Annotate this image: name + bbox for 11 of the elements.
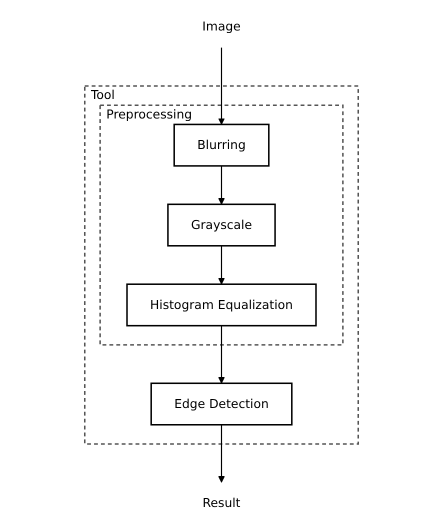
arrow — [218, 246, 225, 284]
node-box: Grayscale — [167, 204, 276, 247]
arrow — [218, 326, 225, 384]
arrow — [218, 424, 225, 483]
arrow — [218, 48, 225, 125]
node-box: Blurring — [173, 124, 270, 167]
node-text: Result — [202, 495, 240, 510]
arrow — [218, 166, 225, 205]
node-box: Histogram Equalization — [126, 283, 317, 326]
node-text: Image — [202, 19, 241, 34]
node-box: Edge Detection — [150, 382, 293, 426]
